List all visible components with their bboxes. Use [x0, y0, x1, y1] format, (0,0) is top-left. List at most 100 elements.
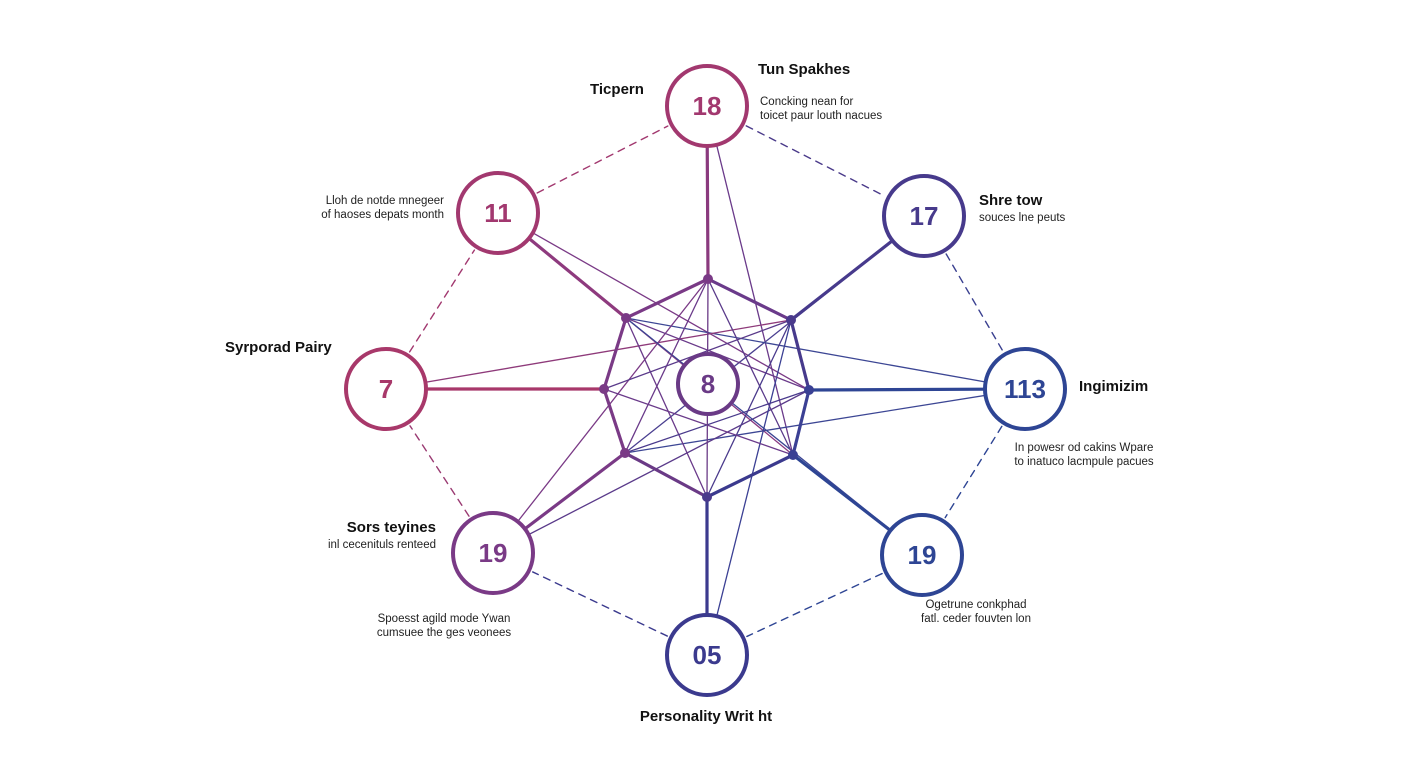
- dashed-ring-segment: [532, 571, 668, 637]
- dashed-ring-segment: [945, 253, 1004, 352]
- label-upper-left-desc2: of haoses depats month: [321, 209, 444, 221]
- thin-line: [706, 319, 792, 498]
- dashed-ring-segment: [745, 125, 886, 197]
- label-personality: Personality Writ ht: [596, 707, 816, 727]
- label-sors-teyines: Sors teyines inl cecenituls renteed: [296, 518, 436, 552]
- label-ogetrune-desc2: fatl. ceder fouvten lon: [921, 613, 1031, 625]
- node-right: 113: [983, 347, 1067, 431]
- node-bottom: 05: [665, 613, 749, 697]
- center-node-number: 8: [701, 369, 715, 399]
- node-upper-right-number: 17: [910, 201, 939, 231]
- dashed-ring-segment: [409, 425, 470, 517]
- thin-line: [706, 319, 792, 656]
- inner-octagon-line: [602, 316, 628, 391]
- node-lower-left-circle: [451, 511, 535, 595]
- node-left-circle: [344, 347, 428, 431]
- label-ogetrune-desc1: Ogetrune conkphad: [925, 599, 1027, 611]
- label-syrporad-pairy-title: Syrporad Pairy: [225, 339, 332, 356]
- label-ingimizim-title: Ingimizim: [1079, 378, 1149, 395]
- label-spoesst: Spoesst agild mode Ywan cumsuee the ges …: [352, 612, 536, 640]
- node-upper-left-number: 11: [484, 198, 512, 228]
- outer-dashed-ring: [408, 125, 1004, 638]
- label-tun-spakhes: Tun Spakhes: [758, 60, 850, 80]
- node-upper-right: 17: [882, 174, 966, 258]
- label-sors-teyines-title: Sors teyines: [346, 519, 436, 536]
- label-personality-title: Personality Writ ht: [639, 708, 773, 725]
- node-right-circle: [983, 347, 1067, 431]
- node-upper-right-circle: [882, 174, 966, 258]
- junction-dot: [599, 384, 609, 394]
- dashed-ring-segment: [944, 425, 1003, 519]
- label-shre-tow: Shre tow souces lne peuts: [979, 191, 1065, 225]
- node-lower-left-number: 19: [479, 538, 508, 568]
- label-ticpern: Ticpern: [590, 80, 644, 100]
- node-lower-left: 19: [451, 511, 535, 595]
- label-upper-left-desc: Lloh de notde mnegeer of haoses depats m…: [300, 194, 444, 222]
- junction-dot: [702, 492, 712, 502]
- node-top-number: 18: [693, 91, 722, 121]
- junction-dots: [599, 274, 814, 502]
- label-spoesst-desc1: Spoesst agild mode Ywan: [377, 613, 511, 625]
- inner-octagon-line: [706, 277, 793, 322]
- node-left: 7: [344, 347, 428, 431]
- node-left-number: 7: [379, 374, 393, 404]
- spoke-line: [789, 239, 894, 322]
- inner-octagon-line: [602, 387, 627, 455]
- thin-line: [625, 317, 1026, 390]
- node-top-circle: [665, 64, 749, 148]
- spoke-line: [705, 145, 710, 281]
- thin-line: [624, 388, 1026, 454]
- label-ingimizim-desc: In powesr od cakins Wpare to inatuco lac…: [994, 441, 1174, 469]
- label-syrporad-pairy: Syrporad Pairy: [225, 338, 332, 358]
- spoke-line: [807, 387, 986, 392]
- label-ogetrune: Ogetrune conkphad fatl. ceder fouvten lo…: [896, 598, 1056, 626]
- thin-line: [385, 319, 792, 390]
- spoke-line: [791, 453, 892, 532]
- label-tun-spakhes-desc1: Concking nean for: [760, 96, 854, 108]
- node-bottom-number: 05: [693, 640, 722, 670]
- label-ingimizim-desc2: to inatuco lacmpule pacues: [1014, 456, 1154, 468]
- node-right-number: 113: [1004, 374, 1046, 404]
- label-spoesst-desc2: cumsuee the ges veonees: [376, 627, 512, 639]
- label-shre-tow-desc1: souces lne peuts: [979, 212, 1066, 224]
- thin-line: [492, 389, 810, 554]
- thin-line: [625, 317, 708, 498]
- node-lower-right-number: 19: [908, 540, 937, 570]
- center-node: 8: [676, 352, 740, 416]
- label-ticpern-title: Ticpern: [590, 81, 644, 98]
- inner-octagon-line: [624, 277, 710, 320]
- label-upper-left-desc1: Lloh de notde mnegeer: [325, 195, 444, 207]
- junction-dot: [804, 385, 814, 395]
- inner-octagon-line: [623, 451, 709, 499]
- spoke-line: [524, 451, 627, 530]
- inner-octagon-line: [789, 318, 811, 392]
- spoke-line: [528, 237, 628, 320]
- node-top: 18: [665, 64, 749, 148]
- junction-dot: [621, 313, 631, 323]
- node-lower-right-circle: [880, 513, 964, 597]
- thin-line: [603, 388, 794, 456]
- node-bottom-circle: [665, 613, 749, 697]
- label-tun-spakhes-title: Tun Spakhes: [758, 61, 851, 78]
- junction-dot: [703, 274, 713, 284]
- junction-dot: [786, 315, 796, 325]
- label-tun-spakhes-desc2: toicet paur louth nacues: [760, 110, 883, 122]
- thin-connection-lines: [385, 105, 1026, 656]
- junction-dot: [620, 448, 630, 458]
- thin-line: [492, 278, 709, 554]
- node-upper-left: 11: [456, 171, 540, 255]
- dashed-ring-segment: [408, 249, 476, 353]
- thin-line: [706, 105, 794, 456]
- node-upper-left-circle: [456, 171, 540, 255]
- thin-line: [497, 212, 810, 391]
- label-ingimizim-desc1: In powesr od cakins Wpare: [1014, 442, 1154, 454]
- label-ingimizim: Ingimizim: [1079, 377, 1148, 397]
- dashed-ring-segment: [536, 125, 669, 194]
- thick-connection-lines: [425, 145, 986, 616]
- label-shre-tow-title: Shre tow: [979, 192, 1043, 209]
- inner-octagon-line: [705, 453, 795, 499]
- inner-octagon-line: [791, 388, 811, 457]
- dashed-ring-segment: [746, 572, 883, 638]
- center-node-circle: [676, 352, 740, 416]
